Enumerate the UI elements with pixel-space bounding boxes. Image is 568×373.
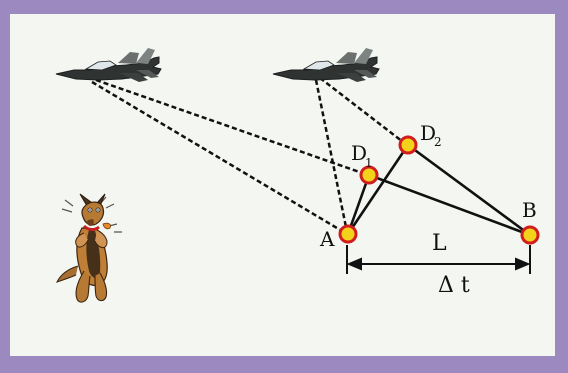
point-B (520, 225, 540, 245)
arrowhead-left (346, 257, 362, 271)
dashed-line-jet2-to-D2 (319, 77, 408, 146)
point-D2 (398, 135, 418, 155)
solid-line-D1-to-B (368, 173, 531, 237)
label-B: B (522, 198, 537, 222)
point-D1 (359, 165, 379, 185)
dashed-line-jet1-to-D1 (95, 78, 369, 177)
dog-icon (56, 193, 122, 303)
fighter-jet-icon (55, 48, 162, 82)
label-D1: D (351, 141, 367, 165)
solid-line-A-to-D1 (346, 174, 371, 235)
point-A (338, 224, 358, 244)
label-D2-subscript: 2 (434, 135, 442, 149)
label-L: L (432, 231, 447, 256)
dashed-line-jet1-to-A (91, 80, 348, 236)
solid-line-A-to-D2 (346, 144, 410, 235)
solid-line-D2-to-B (407, 143, 531, 237)
label-D1-subscript: 1 (365, 156, 373, 170)
label-delta-t: Δ t (438, 273, 470, 298)
label-A: A (319, 227, 335, 251)
dashed-line-jet2-to-A (314, 79, 349, 233)
label-D2: D (420, 121, 436, 145)
fighter-jet-icon (272, 48, 380, 82)
arrowhead-right (515, 257, 531, 271)
